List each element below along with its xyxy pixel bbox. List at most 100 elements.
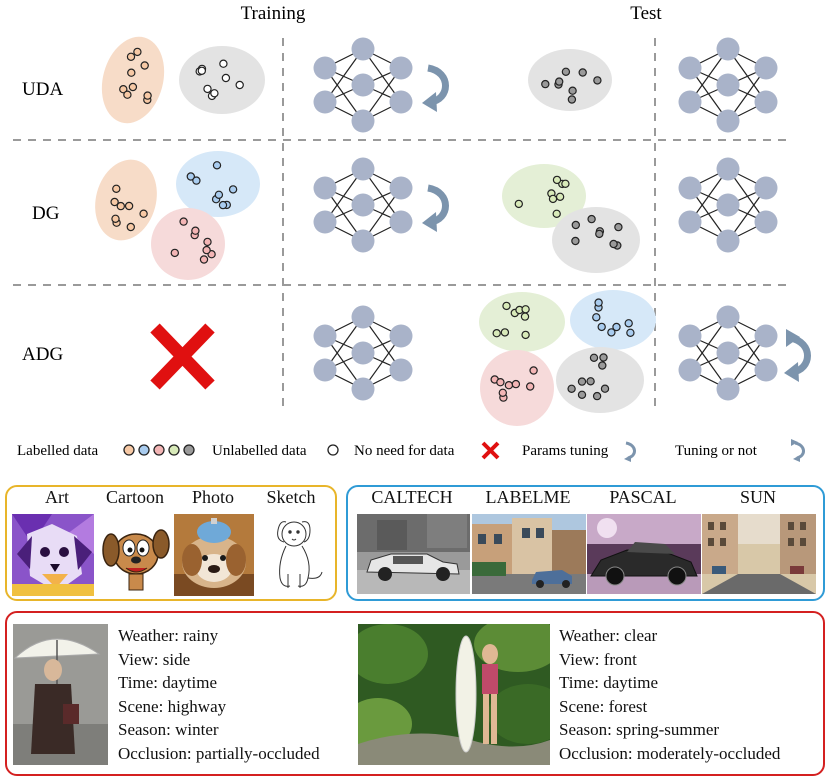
right-attribute-view: View: front — [559, 649, 637, 669]
legend: Labelled data Unlabelled data No need fo… — [17, 439, 805, 462]
row-label-uda: UDA — [22, 79, 63, 100]
network-node — [716, 157, 740, 181]
data-point — [116, 201, 126, 211]
data-point — [140, 61, 149, 70]
dg-training-network — [313, 157, 413, 253]
network-node — [389, 358, 413, 382]
data-point — [110, 197, 119, 207]
data-point — [571, 236, 580, 246]
network-node — [716, 341, 740, 365]
data-point — [179, 217, 188, 226]
network-node — [716, 37, 740, 61]
data-point — [219, 59, 228, 68]
left-attribute-time: Time: daytime — [118, 673, 218, 692]
sun-street-image — [702, 514, 816, 594]
network-node — [389, 210, 413, 234]
uda-test-domain — [528, 49, 612, 111]
pacs-label-photo: Photo — [191, 487, 234, 507]
legend-dot-pink — [153, 444, 165, 456]
network-node — [716, 377, 740, 401]
data-point — [511, 379, 521, 389]
row-label-dg: DG — [32, 203, 60, 224]
data-point — [228, 185, 238, 194]
adg-test-network — [678, 305, 778, 401]
paradigm-diagram: Training Test UDA DG ADG Labelled data — [13, 3, 811, 462]
dg-source-domain-3-ellipse — [151, 208, 225, 280]
uda-training-network — [313, 37, 413, 133]
data-point — [498, 388, 507, 397]
data-point — [521, 330, 530, 340]
legend-dot-gray — [183, 444, 195, 456]
uda-source-domain — [101, 36, 165, 124]
network-node — [754, 90, 778, 114]
vlcs-label-pascal: PASCAL — [609, 487, 677, 507]
dg-source-domain-3 — [151, 208, 225, 280]
legend-tuning-or-not-arrowhead-a — [793, 455, 800, 462]
data-point — [592, 391, 602, 401]
test-header: Test — [630, 3, 662, 24]
network-node — [313, 324, 337, 348]
left-attribute-season: Season: winter — [118, 720, 219, 739]
network-node — [716, 109, 740, 133]
network-node — [678, 176, 702, 200]
data-point — [529, 366, 538, 375]
uda-test-network — [678, 37, 778, 133]
data-point — [514, 199, 524, 209]
network-node — [389, 324, 413, 348]
right-attribute-scene: Scene: forest — [559, 696, 648, 716]
data-point — [599, 353, 608, 362]
art-dog-image — [12, 514, 94, 596]
data-point — [170, 248, 179, 258]
network-node — [313, 90, 337, 114]
network-node — [351, 37, 375, 61]
network-node — [754, 176, 778, 200]
pacs-label-art: Art — [45, 487, 69, 507]
data-point — [127, 68, 136, 77]
forest-surfboard-person-image — [358, 624, 550, 765]
network-node — [351, 305, 375, 329]
data-point — [597, 322, 606, 332]
data-point — [577, 377, 587, 386]
data-point — [541, 79, 550, 89]
dg-params-tuning-arrow-icon — [422, 184, 449, 232]
data-point — [614, 222, 623, 232]
uda-test-domain-ellipse — [528, 49, 612, 111]
legend-params-arrowhead — [624, 455, 631, 462]
data-point — [119, 84, 128, 94]
dg-test-domain-1 — [502, 164, 586, 228]
network-node — [389, 56, 413, 80]
data-point — [607, 328, 616, 337]
arrow-head — [784, 362, 799, 382]
pascal-car-image — [587, 514, 701, 594]
data-point — [609, 239, 618, 249]
legend-params-tuning-text: Params tuning — [522, 443, 609, 459]
legend-labelled-text: Labelled data — [17, 443, 99, 459]
data-point — [212, 161, 222, 170]
dg-source-domain-2-ellipse — [176, 151, 260, 217]
vlcs-dataset-box — [346, 485, 825, 601]
data-point — [624, 319, 633, 328]
adg-test-domain-1-ellipse — [479, 292, 565, 352]
network-node — [678, 210, 702, 234]
data-point — [504, 381, 514, 390]
left-attribute-scene: Scene: highway — [118, 696, 227, 716]
data-point — [594, 298, 603, 307]
data-point — [555, 77, 564, 86]
data-point — [561, 179, 570, 188]
network-node — [716, 193, 740, 217]
no-data-cross-icon — [150, 323, 215, 390]
data-point — [492, 329, 501, 338]
adg-test-domain-3 — [480, 350, 554, 426]
pacs-label-cartoon: Cartoon — [106, 487, 164, 507]
data-point — [589, 353, 599, 362]
network-node — [754, 210, 778, 234]
cartoon-dog-image — [101, 514, 171, 596]
data-point — [210, 89, 219, 98]
data-point — [586, 377, 595, 386]
adg-test-domain-2-ellipse — [570, 290, 656, 350]
training-header: Training — [241, 3, 306, 24]
network-node — [351, 377, 375, 401]
network-node — [351, 193, 375, 217]
uda-params-tuning-arrow-icon — [422, 64, 449, 112]
